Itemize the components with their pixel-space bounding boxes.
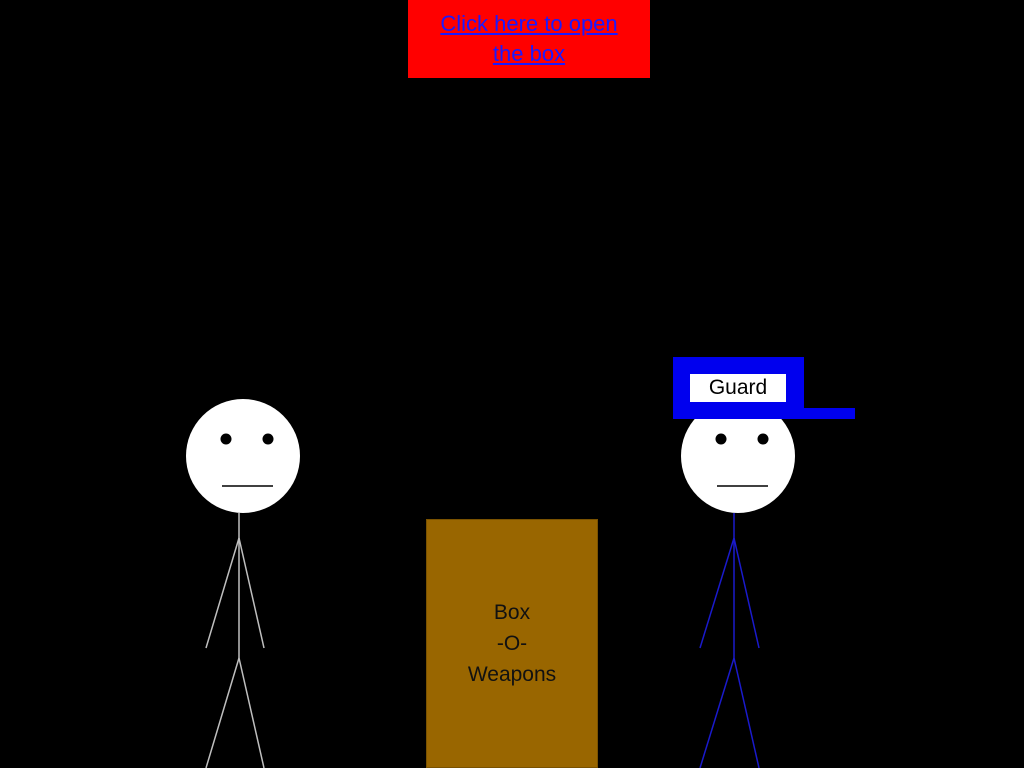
player-right-leg [238, 657, 265, 768]
guard-left-eye [715, 433, 727, 445]
guard-stick-figure [673, 357, 855, 768]
guard-hat-brim [800, 408, 855, 419]
guard-left-leg [699, 657, 735, 768]
guard-left-arm [699, 537, 735, 649]
guard-head [681, 399, 795, 513]
guard-right-leg [733, 657, 760, 768]
open-box-banner: Click here to open the box [408, 0, 650, 78]
player-right-eye [262, 433, 274, 445]
player-left-arm [205, 537, 240, 649]
player-stick-figure [186, 399, 300, 768]
box-o-weapons[interactable]: Box -O- Weapons [426, 519, 598, 768]
box-label-line-1: Box [493, 601, 531, 624]
box-label-line-3: Weapons [467, 663, 557, 686]
player-right-arm [238, 537, 265, 649]
guard-right-eye [757, 433, 769, 445]
box-label-line-2: -O- [496, 632, 528, 655]
open-box-link[interactable]: Click here to open the box [440, 11, 618, 66]
player-left-leg [205, 657, 240, 768]
player-left-eye [220, 433, 232, 445]
guard-hat-label: Guard [690, 374, 786, 402]
guard-right-arm [733, 537, 760, 649]
player-head [186, 399, 300, 513]
